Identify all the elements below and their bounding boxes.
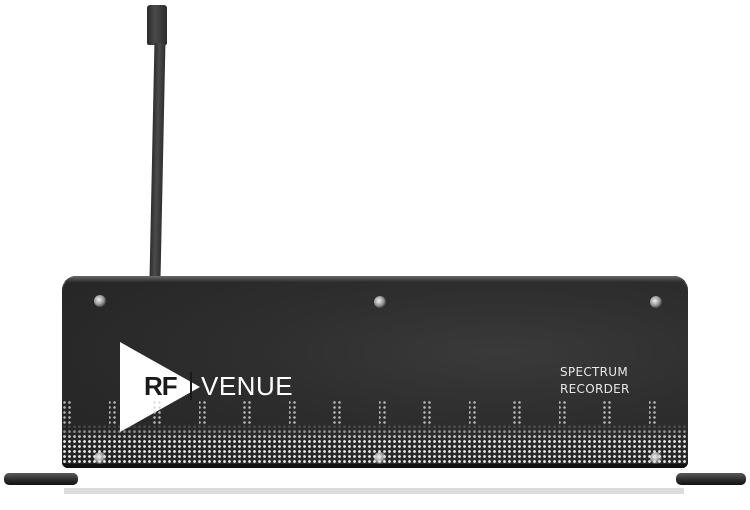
antenna [147, 5, 167, 277]
right-mounting-ear [676, 473, 746, 485]
logo-venue-text: VENUE [201, 371, 294, 401]
brand-logo: RF VENUE [120, 342, 340, 432]
floor-shadow [64, 488, 684, 494]
screw-icon [94, 295, 106, 307]
antenna-rod [149, 43, 166, 277]
device-top-edge [62, 276, 688, 282]
logo-rf-text: RF [144, 371, 178, 401]
product-label-line1: SPECTRUM [560, 365, 629, 379]
product-label: SPECTRUM RECORDER [560, 364, 670, 398]
device-bottom-edge [62, 464, 688, 468]
spectrum-dot-peaks [62, 400, 688, 424]
logo-divider [190, 372, 192, 400]
device-body: RF VENUE SPECTRUM RECORDER [62, 276, 688, 468]
product-label-line2: RECORDER [560, 382, 630, 396]
screw-icon [374, 296, 386, 308]
antenna-tip [147, 5, 167, 45]
screw-icon [650, 296, 662, 308]
spectrum-dot-matrix [62, 424, 688, 464]
left-mounting-ear [4, 473, 78, 485]
